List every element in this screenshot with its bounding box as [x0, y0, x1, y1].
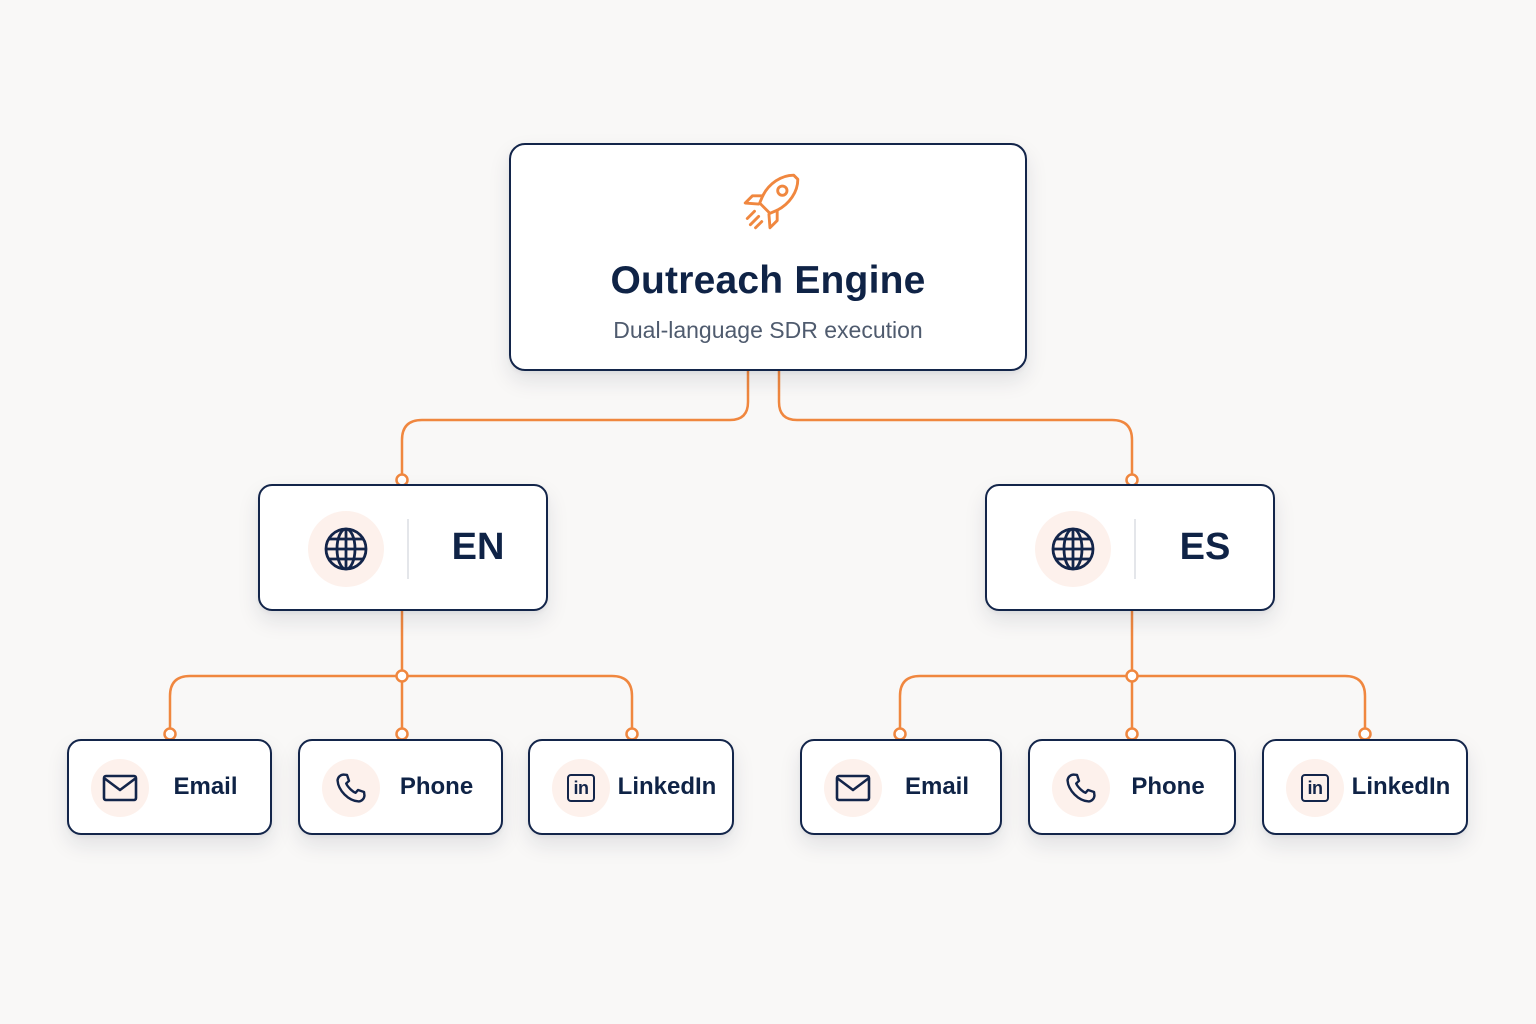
- channel-label: LinkedIn: [617, 772, 717, 800]
- connector-dot: [1358, 727, 1372, 741]
- divider: [407, 519, 409, 579]
- root-title: Outreach Engine: [610, 259, 926, 302]
- root-subtitle: Dual-language SDR execution: [613, 317, 923, 343]
- mail-icon: [102, 774, 138, 802]
- language-node-es[interactable]: ES: [985, 484, 1275, 611]
- channel-node-es-phone[interactable]: Phone: [1028, 739, 1236, 835]
- channel-node-en-email[interactable]: Email: [67, 739, 272, 835]
- connector-root-en: [400, 369, 750, 482]
- connector-dot: [395, 669, 409, 683]
- divider: [1134, 519, 1136, 579]
- mail-icon-badge: [91, 759, 149, 817]
- linkedin-icon: in: [567, 774, 595, 802]
- channel-node-en-phone[interactable]: Phone: [298, 739, 503, 835]
- phone-icon-badge: [1052, 759, 1110, 817]
- channel-label: Email: [904, 772, 970, 800]
- connector-dot: [1125, 669, 1139, 683]
- channel-node-es-linkedin[interactable]: in LinkedIn: [1262, 739, 1468, 835]
- connector-dot: [625, 727, 639, 741]
- mail-icon: [835, 774, 871, 802]
- channel-label: Phone: [1131, 772, 1205, 800]
- phone-icon: [336, 773, 366, 803]
- linkedin-icon: in: [1301, 774, 1329, 802]
- language-code: ES: [1179, 525, 1231, 568]
- phone-icon: [1066, 773, 1096, 803]
- mail-icon-badge: [824, 759, 882, 817]
- linkedin-icon-badge: in: [1286, 759, 1344, 817]
- globe-icon-badge: [308, 511, 384, 587]
- channel-label: Email: [173, 772, 238, 800]
- globe-icon-badge: [1035, 511, 1111, 587]
- globe-icon: [1051, 527, 1095, 571]
- language-node-en[interactable]: EN: [258, 484, 548, 611]
- connector-root-es: [777, 369, 1134, 482]
- rocket-icon: [743, 173, 800, 230]
- connector-dot: [1125, 727, 1139, 741]
- phone-icon-badge: [322, 759, 380, 817]
- channel-label: Phone: [399, 772, 474, 800]
- connector-dot: [395, 727, 409, 741]
- channel-node-en-linkedin[interactable]: in LinkedIn: [528, 739, 734, 835]
- globe-icon: [324, 527, 368, 571]
- language-code: EN: [451, 525, 505, 568]
- channel-node-es-email[interactable]: Email: [800, 739, 1002, 835]
- root-node-outreach-engine[interactable]: Outreach Engine Dual-language SDR execut…: [509, 143, 1027, 371]
- linkedin-icon-badge: in: [552, 759, 610, 817]
- channel-label: LinkedIn: [1351, 772, 1451, 800]
- connector-dot: [163, 727, 177, 741]
- connector-dot: [893, 727, 907, 741]
